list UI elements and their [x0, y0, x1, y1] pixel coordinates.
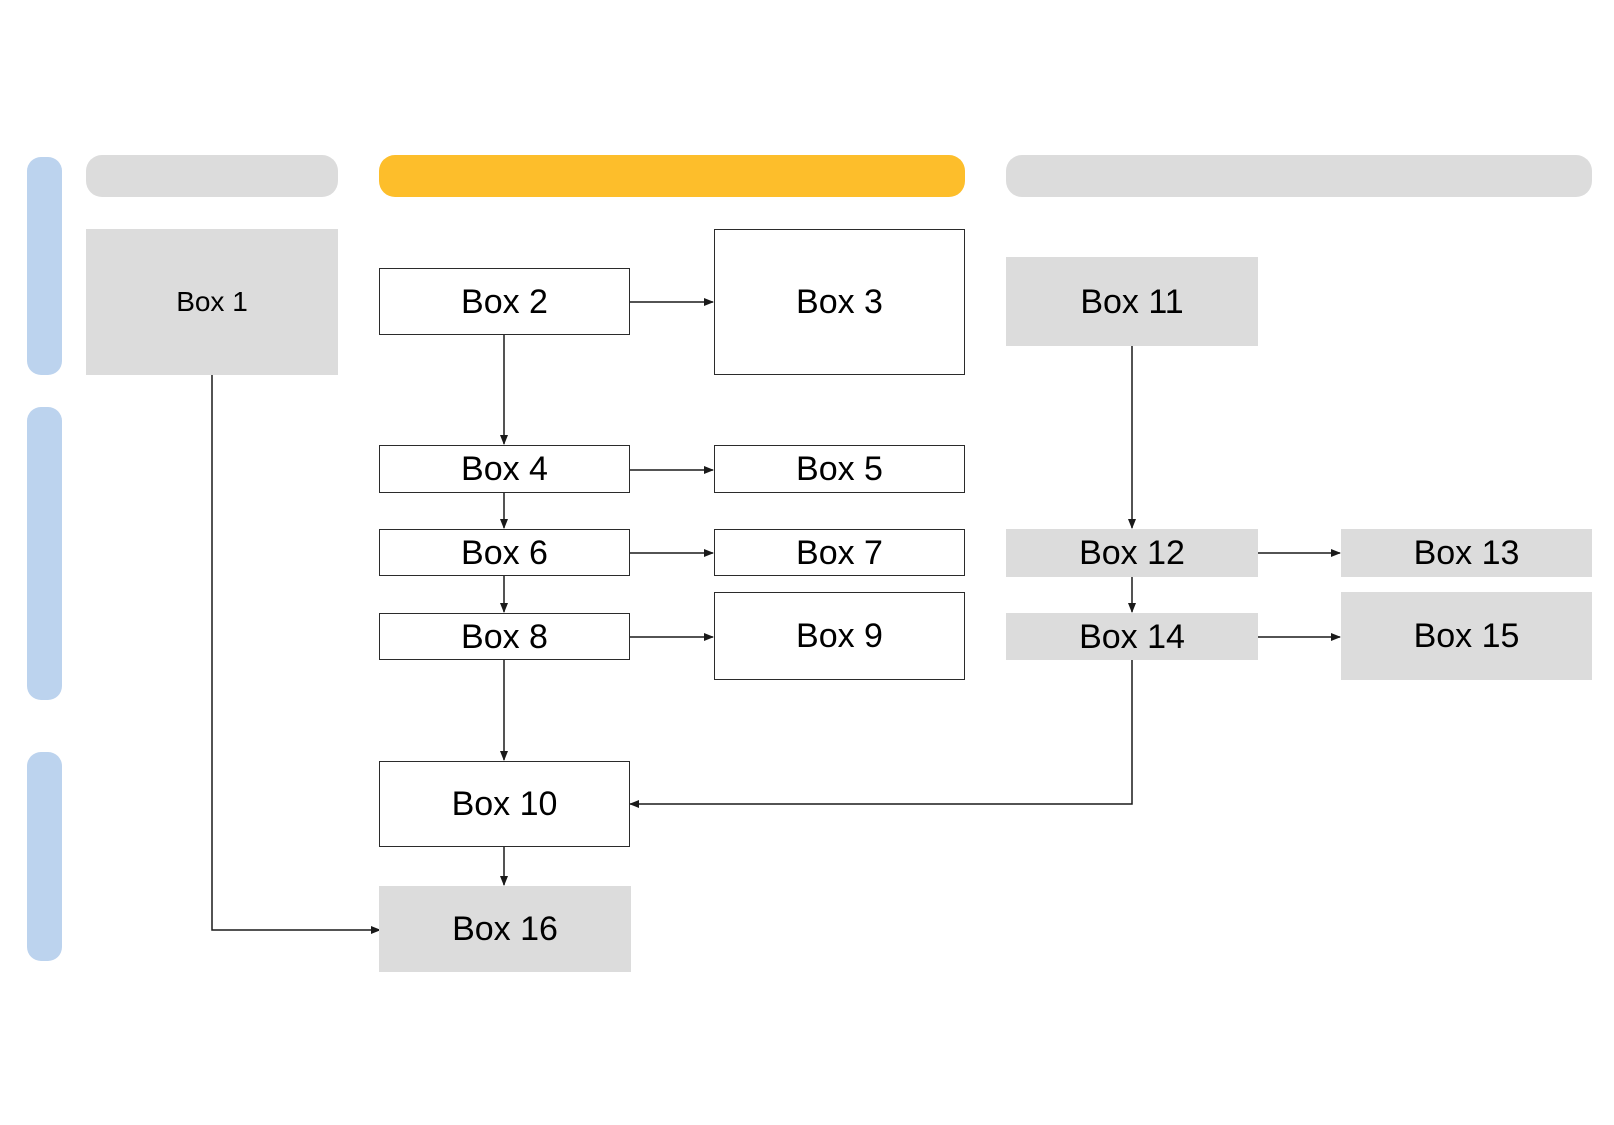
box-8-label: Box 8: [461, 617, 548, 656]
box-14-label: Box 14: [1079, 617, 1185, 656]
box-11-label: Box 11: [1080, 282, 1184, 321]
box-7: Box 7: [714, 529, 965, 576]
box-15-label: Box 15: [1413, 617, 1520, 655]
box-16: Box 16: [379, 886, 631, 972]
box-5: Box 5: [714, 445, 965, 493]
box-1-label: Box 1: [176, 286, 248, 317]
lane-header-1: [86, 155, 338, 197]
box-13-label: Box 13: [1413, 534, 1520, 572]
box-9: Box 9: [714, 592, 965, 680]
box-6: Box 6: [379, 529, 630, 576]
lane-header-3: [1006, 155, 1592, 197]
box-2: Box 2: [379, 268, 630, 335]
box-8: Box 8: [379, 613, 630, 660]
row-bar-2: [27, 407, 62, 700]
edge-box14-box10: [629, 660, 1133, 808]
lane-header-2-highlighted: [379, 155, 965, 197]
box-13: Box 13: [1341, 529, 1592, 577]
box-12: Box 12: [1006, 529, 1258, 577]
box-2-label: Box 2: [461, 282, 548, 321]
box-3: Box 3: [714, 229, 965, 375]
box-11: Box 11: [1006, 257, 1258, 346]
row-bar-1: [27, 157, 62, 375]
box-3-label: Box 3: [796, 283, 883, 321]
box-4: Box 4: [379, 445, 630, 493]
box-6-label: Box 6: [461, 533, 548, 572]
box-12-label: Box 12: [1079, 534, 1185, 572]
box-10: Box 10: [379, 761, 630, 847]
box-5-label: Box 5: [796, 450, 883, 488]
box-16-label: Box 16: [452, 910, 558, 948]
box-4-label: Box 4: [461, 450, 548, 488]
box-14: Box 14: [1006, 613, 1258, 660]
row-bar-3: [27, 752, 62, 961]
box-10-label: Box 10: [451, 785, 558, 823]
box-1: Box 1: [86, 229, 338, 375]
box-7-label: Box 7: [796, 533, 883, 572]
edge-box1-box16: [211, 375, 381, 934]
box-9-label: Box 9: [796, 617, 883, 655]
box-15: Box 15: [1341, 592, 1592, 680]
